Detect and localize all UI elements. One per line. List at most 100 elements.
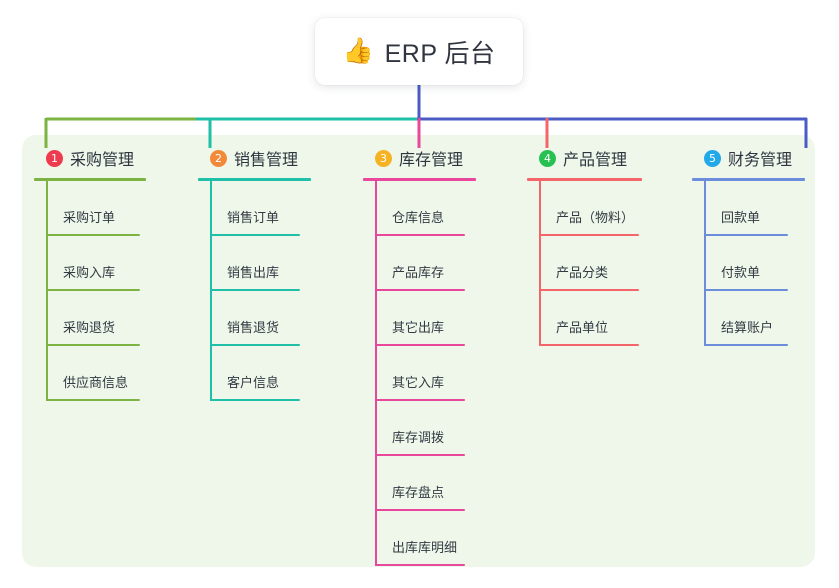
leaf-item-rule xyxy=(210,399,300,401)
column-title: 财务管理 xyxy=(728,152,793,169)
diagram-background-panel xyxy=(22,135,815,567)
leaf-item-label: 付款单 xyxy=(721,265,761,280)
leaf-item-rule xyxy=(539,344,639,346)
leaf-item[interactable]: 采购入库 xyxy=(34,236,146,291)
thumbs-up-icon: 👍 xyxy=(342,37,374,65)
column-2: 2 销售管理销售订单销售出库销售退货客户信息 xyxy=(198,146,311,401)
leaf-item-rule xyxy=(210,344,300,346)
leaf-item[interactable]: 其它入库 xyxy=(363,346,476,401)
leaf-item-rule xyxy=(375,344,465,346)
leaf-item-rule xyxy=(375,399,465,401)
leaf-item-label: 出库库明细 xyxy=(392,540,458,555)
leaf-item[interactable]: 产品单位 xyxy=(527,291,642,346)
column-number-badge: 1 xyxy=(46,149,63,167)
leaf-item-label: 回款单 xyxy=(721,210,761,225)
column-title: 库存管理 xyxy=(399,152,464,169)
column-header-rule xyxy=(34,178,146,181)
column-title: 产品管理 xyxy=(563,152,628,169)
column-spine xyxy=(210,181,212,401)
leaf-item-label: 销售出库 xyxy=(227,265,280,280)
leaf-item-rule xyxy=(539,234,639,236)
leaf-item-rule xyxy=(375,564,465,566)
column-spine xyxy=(375,181,377,566)
leaf-item-rule xyxy=(375,234,465,236)
leaf-item-label: 库存调拨 xyxy=(392,430,445,445)
leaf-item[interactable]: 其它出库 xyxy=(363,291,476,346)
column-4: 4 产品管理产品（物料） 产品分类产品单位 xyxy=(527,146,642,346)
column-spine xyxy=(539,181,541,346)
column-header-rule xyxy=(198,178,311,181)
column-5: 5 财务管理回款单付款单结算账户 xyxy=(692,146,805,346)
column-header-3[interactable]: 3 库存管理 xyxy=(363,146,476,170)
leaf-item-label: 库存盘点 xyxy=(392,485,445,500)
column-header-rule xyxy=(692,178,805,181)
leaf-item[interactable]: 采购订单 xyxy=(34,181,146,236)
leaf-item-rule xyxy=(704,289,788,291)
column-header-2[interactable]: 2 销售管理 xyxy=(198,146,311,170)
column-items: 仓库信息产品库存其它出库其它入库库存调拨库存盘点出库库明细 xyxy=(363,181,476,566)
leaf-item[interactable]: 回款单 xyxy=(692,181,805,236)
leaf-item[interactable]: 供应商信息 xyxy=(34,346,146,401)
column-number-badge: 4 xyxy=(539,149,556,167)
leaf-item-label: 采购入库 xyxy=(63,265,116,280)
leaf-item[interactable]: 产品（物料） xyxy=(527,181,642,236)
column-title: 销售管理 xyxy=(234,152,299,169)
column-header-rule xyxy=(363,178,476,181)
leaf-item-label: 销售退货 xyxy=(227,320,280,335)
column-number-badge: 2 xyxy=(210,149,227,167)
leaf-item[interactable]: 销售订单 xyxy=(198,181,311,236)
leaf-item-label: 仓库信息 xyxy=(392,210,445,225)
column-header-5[interactable]: 5 财务管理 xyxy=(692,146,805,170)
column-number-badge: 5 xyxy=(704,149,721,167)
leaf-item-label: 客户信息 xyxy=(227,375,280,390)
leaf-item-label: 采购订单 xyxy=(63,210,116,225)
leaf-item-rule xyxy=(46,289,140,291)
column-1: 1 采购管理采购订单采购入库采购退货供应商信息 xyxy=(34,146,146,401)
leaf-item[interactable]: 采购退货 xyxy=(34,291,146,346)
leaf-item-rule xyxy=(46,344,140,346)
leaf-item-label: 产品分类 xyxy=(556,265,609,280)
leaf-item-rule xyxy=(704,234,788,236)
leaf-item[interactable]: 仓库信息 xyxy=(363,181,476,236)
column-header-1[interactable]: 1 采购管理 xyxy=(34,146,146,170)
leaf-item[interactable]: 出库库明细 xyxy=(363,511,476,566)
column-title: 采购管理 xyxy=(70,152,135,169)
leaf-item-label: 结算账户 xyxy=(721,320,774,335)
leaf-item-label: 产品单位 xyxy=(556,320,609,335)
column-header-rule xyxy=(527,178,642,181)
leaf-item-rule xyxy=(704,344,788,346)
leaf-item-label: 其它出库 xyxy=(392,320,445,335)
leaf-item-rule xyxy=(375,509,465,511)
leaf-item-label: 采购退货 xyxy=(63,320,116,335)
root-node-erp[interactable]: 👍 ERP 后台 xyxy=(315,18,523,85)
leaf-item-label: 产品库存 xyxy=(392,265,445,280)
leaf-item[interactable]: 付款单 xyxy=(692,236,805,291)
leaf-item[interactable]: 销售退货 xyxy=(198,291,311,346)
leaf-item-label: 供应商信息 xyxy=(63,375,129,390)
root-node-content: 👍 ERP 后台 xyxy=(342,34,495,70)
leaf-item[interactable]: 库存盘点 xyxy=(363,456,476,511)
leaf-item[interactable]: 产品分类 xyxy=(527,236,642,291)
leaf-item-rule xyxy=(210,234,300,236)
leaf-item[interactable]: 库存调拨 xyxy=(363,401,476,456)
column-items: 采购订单采购入库采购退货供应商信息 xyxy=(34,181,146,401)
column-spine xyxy=(704,181,706,346)
column-items: 回款单付款单结算账户 xyxy=(692,181,805,346)
leaf-item-rule xyxy=(539,289,639,291)
leaf-item[interactable]: 客户信息 xyxy=(198,346,311,401)
leaf-item-rule xyxy=(46,234,140,236)
leaf-item[interactable]: 销售出库 xyxy=(198,236,311,291)
leaf-item[interactable]: 结算账户 xyxy=(692,291,805,346)
column-3: 3 库存管理仓库信息产品库存其它出库其它入库库存调拨库存盘点出库库明细 xyxy=(363,146,476,566)
column-spine xyxy=(46,181,48,401)
column-number-badge: 3 xyxy=(375,149,392,167)
leaf-item-label: 销售订单 xyxy=(227,210,280,225)
column-items: 产品（物料） 产品分类产品单位 xyxy=(527,181,642,346)
leaf-item-label: 产品（物料） xyxy=(556,210,635,225)
leaf-item[interactable]: 产品库存 xyxy=(363,236,476,291)
root-node-label: ERP 后台 xyxy=(384,39,496,68)
column-items: 销售订单销售出库销售退货客户信息 xyxy=(198,181,311,401)
leaf-item-rule xyxy=(210,289,300,291)
column-header-4[interactable]: 4 产品管理 xyxy=(527,146,642,170)
